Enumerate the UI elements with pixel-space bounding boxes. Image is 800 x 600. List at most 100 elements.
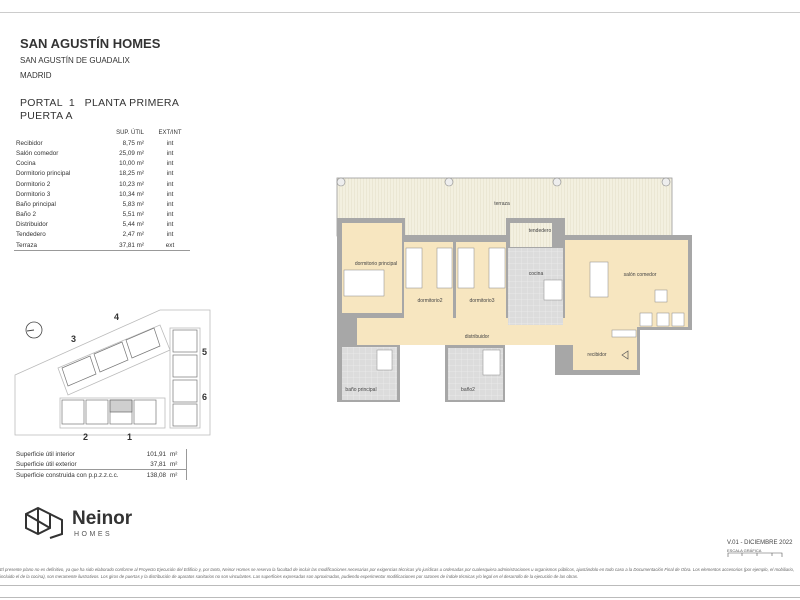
room-area: 10,23 m² [119,180,144,188]
total-unit: m² [168,469,187,480]
room-type: int [166,170,174,178]
total-unit: m² [170,450,178,458]
portal-label: 4 [114,312,119,322]
brand-name: Neinor [72,508,133,529]
room-tendedero [510,223,552,247]
site-plan: 1 2 3 4 5 6 [14,309,211,440]
total-label: Superficie útil exterior [16,460,77,468]
room-name: Distribuidor [16,221,48,229]
label-terraza: terraza [494,201,510,207]
highlighted-unit [109,399,133,413]
room-area: 37,81 m² [96,240,150,252]
room-area: 25,09 m² [119,149,144,157]
portal-label: 1 [127,432,132,440]
label-recibidor: recibidor [587,352,607,358]
label-tendedero: tendedero [529,228,552,234]
room-type: int [166,221,174,229]
room-area: 18,25 m² [119,170,144,178]
total-value: 101,91 [146,450,166,458]
label-bano-principal: baño principal [345,387,376,393]
label-dormitorio3: dormitorio3 [469,298,494,304]
room-name: Terraza [14,240,96,252]
label-salon-comedor: salón comedor [624,272,657,278]
neinor-logo-icon [25,506,63,539]
city: MADRID [20,71,52,80]
label-dormitorio2: dormitorio2 [417,298,442,304]
divider [0,597,800,598]
room-dormitorio-principal [342,223,402,313]
brand-sub: HOMES [74,531,113,538]
table-row: Baño principal 5,83 m² int [14,199,190,209]
totals-row: Superficie construida con p.p.z.z.c.c.13… [14,469,187,480]
room-type: int [166,180,174,188]
room-area: 5,44 m² [122,221,144,229]
room-name: Baño 2 [16,211,36,219]
entrance-arrow-icon [621,350,629,360]
portal-label: 6 [202,392,207,402]
room-area: 5,83 m² [122,200,144,208]
room-area: 10,34 m² [119,190,144,198]
room-area: 5,51 m² [122,211,144,219]
room-name: Cocina [16,160,36,168]
portal-label: 2 [83,432,88,440]
room-type: int [166,190,174,198]
room-area: 2,47 m² [122,231,144,239]
scale-label: ESCALA GRÁFICA [727,548,762,553]
room-type: int [166,211,174,219]
label-distribuidor: distribuidor [465,334,490,340]
divider [0,12,800,13]
label-dormitorio-principal: dormitorio principal [355,261,397,267]
location: SAN AGUSTÍN DE GUADALIX [20,56,130,65]
room-name: Salón comedor [16,149,59,157]
room-area: 8,75 m² [122,139,144,147]
room-type: int [166,149,174,157]
portal-label: 3 [71,334,76,344]
room-type: int [166,200,174,208]
totals-row: Superficie útil interior 101,91 m² [14,449,187,459]
disclaimer: El presente plano no es definitivo, ya q… [0,567,795,579]
col-header: EXT/INT [158,130,182,137]
room-salon-comedor [565,240,688,327]
room-type: int [166,139,174,147]
room-name: Recibidor [16,139,43,147]
table-row: Baño 2 5,51 m² int [14,210,190,220]
total-value: 37,81 [150,460,166,468]
graphic-scale [727,552,783,557]
table-row: Dormitorio 2 10,23 m² int [14,179,190,189]
totals-row: Superficie útil exterior 37,81 m² [14,459,187,470]
room-name: Tendedero [16,231,46,239]
room-name: Dormitorio 3 [16,190,51,198]
label-cocina: cocina [529,271,544,277]
table-row: Tendedero 2,47 m² int [14,230,190,240]
table-row: Distribuidor 5,44 m² int [14,220,190,230]
room-type: int [166,160,174,168]
room-type: ext [150,240,190,252]
table-row: Recibidor 8,75 m² int [14,138,190,148]
total-label: Superficie útil interior [16,450,75,458]
room-name: Dormitorio 2 [16,180,51,188]
room-name: Dormitorio principal [16,170,71,178]
table-row: Cocina 10,00 m² int [14,159,190,169]
north-arrow-icon [25,321,43,339]
puerta: PUERTA A [20,110,73,122]
portal-floor: PORTAL 1 PLANTA PRIMERA [20,97,180,109]
table-row: Salón comedor 25,09 m² int [14,148,190,158]
total-unit: m² [170,460,178,468]
room-area: 10,00 m² [119,160,144,168]
table-row: Dormitorio 3 10,34 m² int [14,189,190,199]
col-header: SUP. ÚTIL [116,130,144,137]
divider [0,585,800,586]
portal-label: 5 [202,347,207,357]
table-row: Dormitorio principal 18,25 m² int [14,169,190,179]
label-bano2: baño2 [461,387,475,393]
total-label: Superficie construida con p.p.z.z.c.c. [14,469,128,480]
total-value: 138,08 [128,469,168,480]
room-name: Baño principal [16,200,56,208]
project-title: SAN AGUSTÍN HOMES [20,36,161,51]
room-type: int [166,231,174,239]
